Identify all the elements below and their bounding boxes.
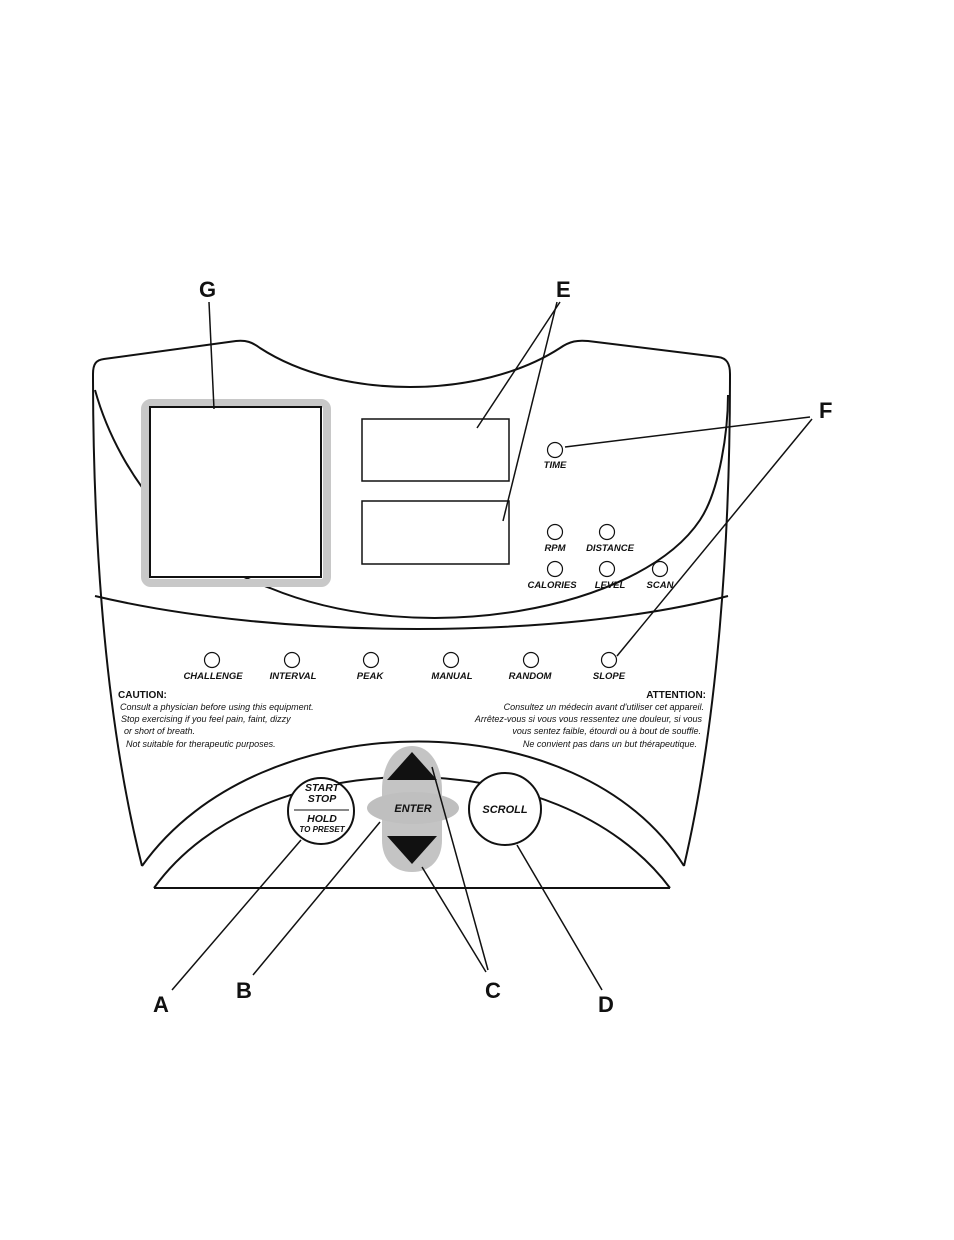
slope-led [600, 651, 618, 669]
callout-d: D [598, 992, 614, 1017]
peak-label: PEAK [357, 671, 385, 682]
level-label: LEVEL [595, 580, 626, 591]
stop-label: STOP [308, 793, 337, 805]
program-indicators [203, 651, 618, 669]
leader-a [171, 839, 302, 991]
main-display-frame [141, 399, 331, 587]
upper-readout-window [361, 418, 510, 482]
callout-f: F [819, 398, 832, 423]
scan-led [651, 560, 669, 578]
callout-e: E [556, 277, 571, 302]
leader-c-down [421, 866, 487, 973]
distance-led [598, 523, 616, 541]
main-display [149, 406, 322, 578]
callout-c: C [485, 978, 501, 1003]
scan-label: SCAN [647, 580, 675, 591]
distance-label: DISTANCE [586, 543, 635, 554]
attention-title: ATTENTION: [646, 690, 706, 701]
caution-line-4: Not suitable for therapeutic purposes. [126, 739, 276, 749]
rpm-label: RPM [544, 543, 566, 554]
calories-label: CALORIES [527, 580, 577, 591]
interval-label: INTERVAL [270, 671, 317, 682]
time-led [546, 441, 564, 459]
attention-line-1: Consultez un médecin avant d'utiliser ce… [504, 702, 704, 712]
enter-button[interactable]: ENTER [367, 792, 459, 824]
random-label: RANDOM [509, 671, 553, 682]
manual-label: MANUAL [431, 671, 472, 682]
enter-label: ENTER [394, 803, 431, 815]
mid-divider [94, 595, 729, 630]
leader-f-slope [616, 418, 813, 657]
challenge-label: CHALLENGE [183, 671, 243, 682]
attention-line-3: vous sentez faible, étourdi ou à bout de… [512, 726, 701, 736]
readout-indicators [546, 441, 669, 578]
leader-d [516, 844, 603, 991]
scroll-button[interactable]: SCROLL [468, 772, 542, 846]
challenge-led [203, 651, 221, 669]
level-led [598, 560, 616, 578]
manual-led [442, 651, 460, 669]
time-label: TIME [544, 460, 567, 471]
scroll-label: SCROLL [482, 804, 528, 816]
up-arrow-button[interactable] [387, 752, 437, 780]
leader-e-upper [476, 301, 561, 429]
leader-g [208, 301, 215, 410]
start-label: START [305, 782, 341, 794]
caution-line-2: Stop exercising if you feel pain, faint,… [121, 714, 291, 724]
callout-a: A [153, 992, 169, 1017]
leader-f-time [564, 416, 811, 448]
down-arrow-button[interactable] [387, 836, 437, 864]
interval-led [283, 651, 301, 669]
attention-line-2: Arrêtez-vous si vous vous ressentez une … [474, 714, 703, 724]
callout-b: B [236, 978, 252, 1003]
caution-line-1: Consult a physician before using this eq… [120, 702, 314, 712]
callout-g: G [199, 277, 216, 302]
leader-b [252, 821, 381, 976]
leader-c-up [431, 766, 489, 971]
slope-label: SLOPE [593, 671, 626, 682]
leader-lines [171, 301, 813, 991]
start-stop-button[interactable]: START STOP HOLD TO PRESET [287, 777, 355, 845]
attention-line-4: Ne convient pas dans un but thérapeutiqu… [523, 739, 697, 749]
keypad-arch-outer [141, 740, 685, 867]
rpm-led [546, 523, 564, 541]
random-led [522, 651, 540, 669]
console-body [91, 339, 732, 867]
peak-led [362, 651, 380, 669]
caution-title: CAUTION: [118, 690, 167, 701]
leader-e-lower [502, 301, 558, 522]
lower-readout-window [361, 500, 510, 565]
calories-led [546, 560, 564, 578]
to-preset-label: TO PRESET [299, 825, 345, 834]
caution-line-3: or short of breath. [124, 726, 195, 736]
hold-label: HOLD [307, 813, 337, 825]
